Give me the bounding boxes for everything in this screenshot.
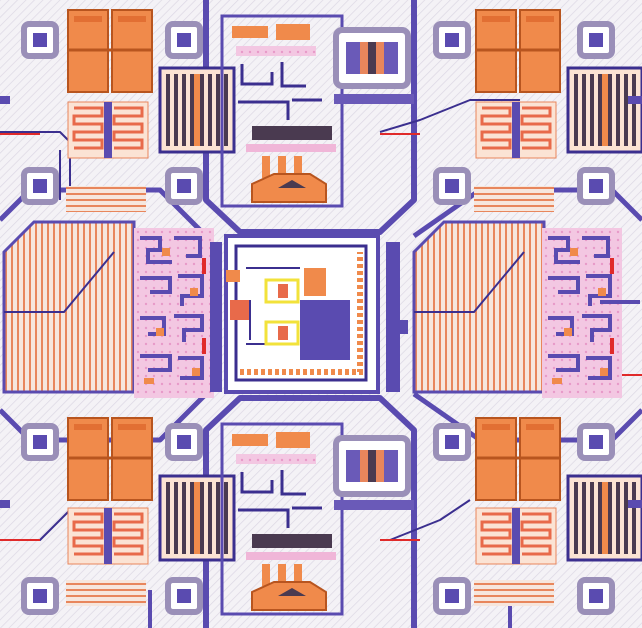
center-core <box>224 234 380 394</box>
edge-logic <box>0 96 642 508</box>
dark-bars <box>334 94 414 510</box>
bus-lines <box>66 186 554 606</box>
side-connectors <box>210 242 640 392</box>
